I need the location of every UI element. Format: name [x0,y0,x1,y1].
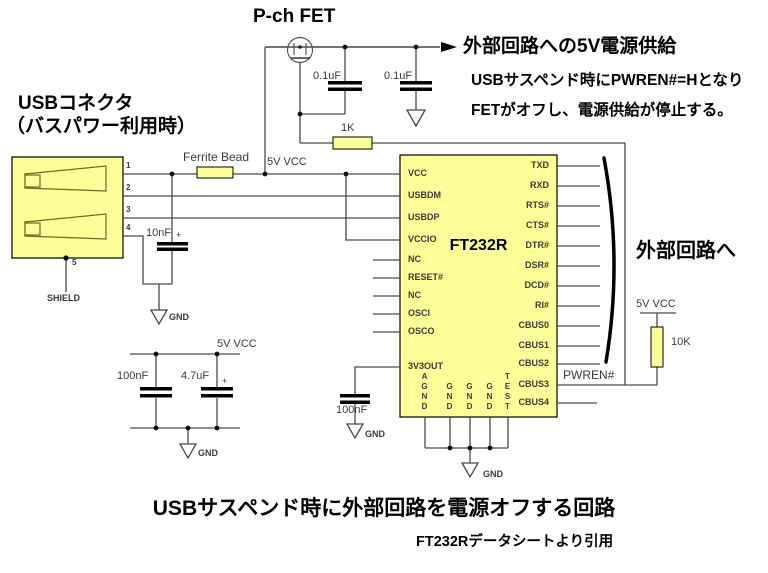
resistor-1k-label: 1K [341,122,355,134]
gnd-label-10nf: GND [169,312,189,322]
pin-agnd: AGND [420,372,429,412]
pin-cbus2: CBUS2 [518,358,549,368]
source-caption: FT232Rデータシートより引用 [416,534,614,550]
pin-cbus1: CBUS1 [518,340,549,350]
pin-3v3out: 3V3OUT [408,361,444,371]
usb-connector-subtitle: （バスパワー利用時） [6,116,197,137]
vcc5-pullup-label: 5V VCC [636,298,676,310]
pin-usbdp: USBDP [408,212,440,222]
pin-dcd: DCD# [524,280,549,290]
cap-10nf-label: 10nF [146,227,172,239]
usb-pin-2: 2 [126,183,131,192]
suspend-note-line2: FETがオフし、電源供給が停止する。 [471,102,733,119]
pin-usbdm: USBDM [408,190,441,200]
pin-vcc: VCC [408,168,428,178]
passive-components [196,136,664,368]
vcc5-main-label: 5V VCC [267,156,307,168]
wires [65,46,676,463]
cap-10nf-plus: + [176,230,182,240]
pin-test: TEST [503,372,512,412]
cap-100nf-bank-label: 100nF [117,370,149,382]
supply-heading: 外部回路への5V電源供給 [463,36,677,57]
pin-dsr: DSR# [524,260,549,270]
pin-cbus3: CBUS3 [518,379,549,389]
ground-symbols [149,109,480,479]
external-circuit-label: 外部回路へ [636,240,736,262]
pin-rts: RTS# [525,200,549,210]
shield-label: SHIELD [47,293,81,303]
pin-nc2: NC [408,290,421,300]
cap-01uf-1-label: 0.1uF [313,70,342,82]
pin-gnd1: GND [445,382,454,412]
cap-100nf-3v3-label: 100nF [336,404,368,416]
pin-txd: TXD [531,160,549,170]
gnd-label-bank: GND [198,448,218,458]
pch-fet-symbol [286,36,314,64]
resistor-1k-symbol [332,136,373,150]
pin-cts: CTS# [525,220,549,230]
pin-ri: RI# [534,300,549,310]
pin-cbus4: CBUS4 [518,397,549,407]
chip-name: FT232R [449,237,508,254]
resistor-10k-label: 10K [671,336,691,348]
gnd-label-chip: GND [483,469,503,479]
pin-osci: OSCI [408,308,431,318]
usb-pin-1: 1 [126,161,131,170]
pin-rxd: RXD [529,180,549,190]
vcc5-bank-label: 5V VCC [217,338,257,350]
resistor-10k-symbol [650,326,664,368]
pin-vccio: VCCIO [408,234,437,244]
pin-cbus0: CBUS0 [518,320,549,330]
pin-dtr: DTR# [525,240,549,250]
pin-gnd3: GND [485,382,494,412]
signal-group-brace [602,156,616,364]
suspend-note-line1: USBサスペンド時にPWREN#=Hとなり [471,72,744,89]
cap-4u7-label: 4.7uF [181,370,210,382]
ferrite-bead-label: Ferrite Bead [183,150,250,164]
usb-pin-5: 5 [72,258,77,267]
cap-01uf-2-label: 0.1uF [384,70,413,82]
usb-pin-4: 4 [126,223,131,232]
pin-reset: RESET# [408,272,444,282]
ft232r-chip-body [399,154,558,418]
usb-connector-title: USBコネクタ [18,93,134,114]
capacitor-plates [140,81,432,404]
ferrite-bead-symbol [196,166,234,179]
pin-nc1: NC [408,254,421,264]
page-title: USBサスペンド時に外部回路を電源オフする回路 [152,497,616,520]
usb-pin-3: 3 [126,205,131,214]
junction-dots [63,44,493,451]
pin-osco: OSCO [408,326,435,336]
cap-4u7-plus: + [222,376,228,386]
usb-connector-body [11,156,124,259]
pin-gnd2: GND [465,382,474,412]
supply-arrow-icon [441,42,457,52]
pwren-net-label: PWREN# [563,368,615,382]
gnd-label-3v3: GND [365,429,385,439]
fet-title: P-ch FET [253,6,336,27]
